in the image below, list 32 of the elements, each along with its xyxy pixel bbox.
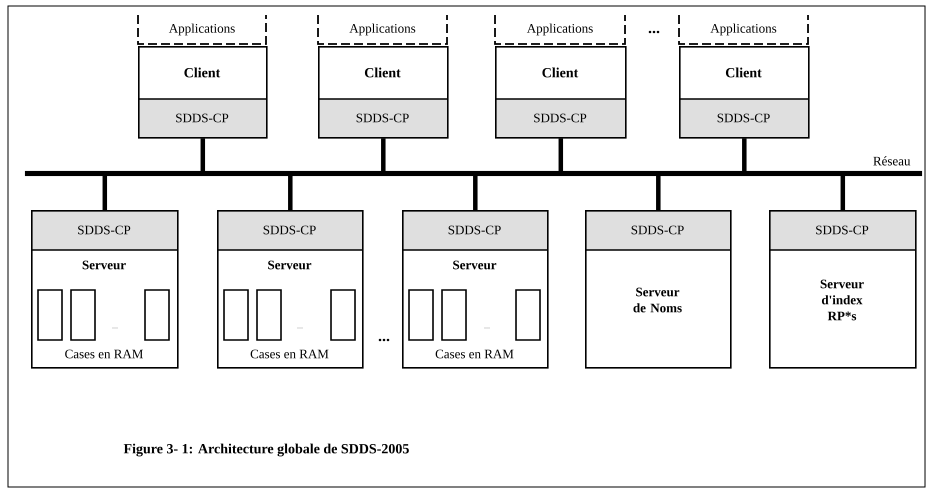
client-box: Client SDDS-CP <box>495 46 627 139</box>
node-label: Cases en RAM <box>250 350 328 358</box>
ellipsis: ... <box>648 30 660 34</box>
server-box: SDDS-CP Serveur de Noms <box>585 210 732 369</box>
figure-caption: Figure 3- 1: Architecture globale de SDDS-2005 <box>124 444 409 456</box>
node-label: Cases en RAM <box>436 350 514 358</box>
connector-line <box>840 176 846 210</box>
node-label: SDDS-CP <box>78 226 130 234</box>
connector-line <box>288 176 293 210</box>
connector-line <box>742 138 747 171</box>
node-label: Cases en RAM <box>65 350 143 358</box>
connector-line <box>558 138 564 171</box>
network-label: Réseau <box>873 156 910 166</box>
node-label: Serveur <box>453 260 496 270</box>
client-box: Client SDDS-CP <box>318 46 449 139</box>
connector-line <box>473 176 478 210</box>
client-box: Client SDDS-CP <box>679 46 810 139</box>
dashed-box: Applications <box>137 15 267 45</box>
connector-line <box>656 176 661 210</box>
node-label: SDDS-CP <box>264 226 316 234</box>
node-label: Serveur <box>268 260 312 270</box>
connector-line <box>102 176 108 210</box>
node-label: SDDS-CP <box>448 226 501 234</box>
client-box: Client SDDS-CP <box>138 46 268 139</box>
node-label: Serveur <box>82 260 126 270</box>
dashed-box: Applications <box>678 15 809 45</box>
ellipsis: ... <box>378 338 390 342</box>
dashed-box: Applications <box>494 15 626 45</box>
server-box: SDDS-CP Serveur d'index RP*s <box>769 210 917 369</box>
connector-line <box>200 138 206 171</box>
connector-line <box>381 138 386 171</box>
dashed-box: Applications <box>317 15 448 45</box>
